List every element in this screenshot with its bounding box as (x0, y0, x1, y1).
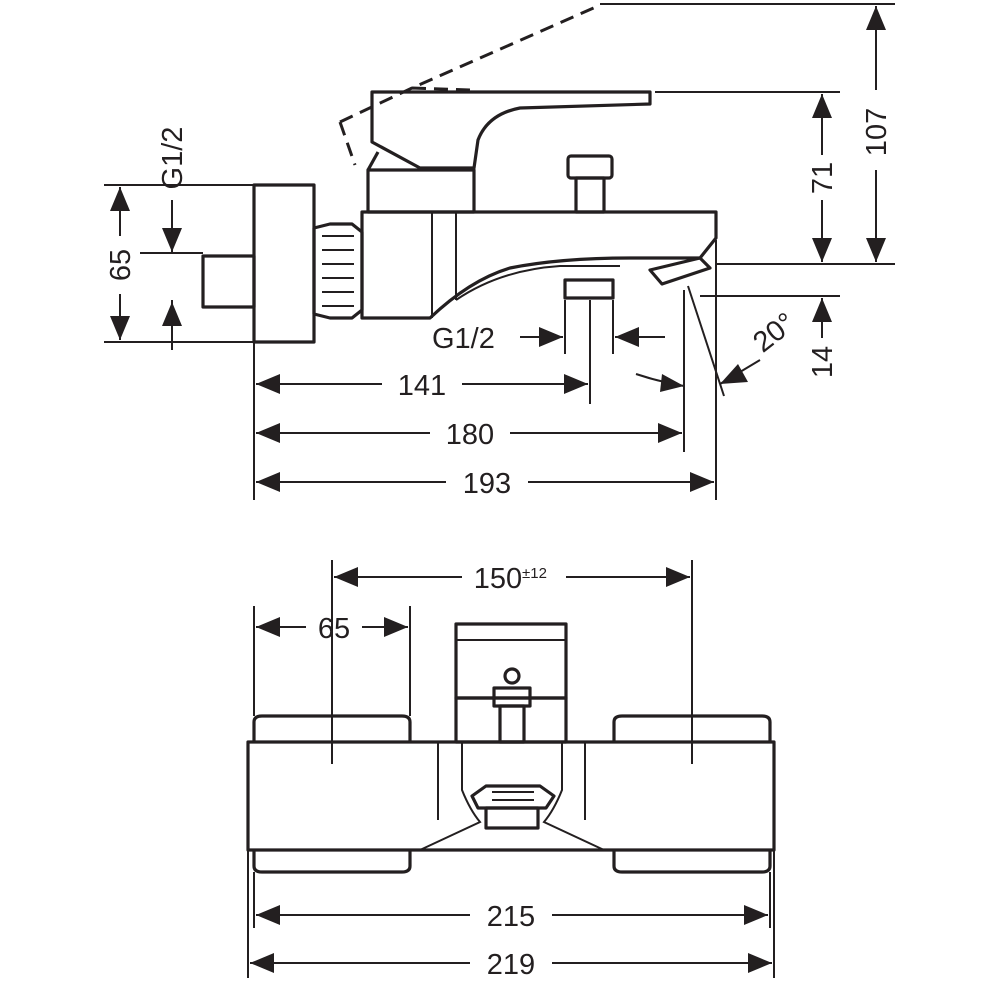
front-body (246, 740, 776, 852)
dim-71-label: 71 (807, 162, 839, 194)
dim-14-label: 14 (807, 346, 839, 378)
diverter-front-stem (498, 704, 526, 744)
dim-angle-label: 20° (747, 307, 801, 359)
wall-flange (252, 183, 316, 344)
nut-threads (322, 235, 354, 307)
spout-aerator (648, 256, 712, 286)
front-curve-left (419, 742, 482, 851)
front-curve-right (542, 742, 605, 851)
diverter-front-knob (503, 667, 521, 685)
shower-outlet (563, 278, 615, 300)
union-nut (312, 222, 364, 320)
aerator-front-mesh (492, 791, 534, 801)
side-extension-lines (104, 3, 895, 500)
eccentric-pipe (201, 254, 256, 309)
thread-left-label: G1/2 (157, 127, 189, 190)
mixer-body (360, 210, 718, 320)
aerator-front (470, 784, 556, 810)
dim-219: 219 (250, 949, 772, 981)
front-extension-lines (247, 560, 775, 978)
dim-14: 14 (807, 298, 839, 378)
lever-base (366, 168, 476, 214)
cap-bottom-left (252, 850, 412, 874)
dim-141-label: 141 (398, 370, 446, 402)
dim-71: 71 (807, 94, 839, 262)
side-view: 107 71 14 65 G1/2 (104, 3, 895, 500)
dim-107: 107 (861, 6, 893, 262)
dim-219-label: 219 (487, 949, 535, 981)
dim-180-label: 180 (446, 419, 494, 451)
dim-65-front-label: 65 (318, 613, 350, 645)
dim-65-front: 65 (256, 613, 408, 645)
dim-150: 150 ±12 (334, 563, 690, 595)
cap-bottom-right (612, 850, 772, 874)
dim-141: 141 (256, 370, 588, 402)
lever-open-position (338, 4, 599, 166)
front-view: 150 ±12 65 215 219 (246, 560, 776, 981)
thread-bottom: G1/2 (432, 323, 665, 355)
dim-215: 215 (256, 901, 768, 933)
thread-left: G1/2 (157, 127, 189, 326)
spout-underside (455, 265, 620, 301)
lever-handle (370, 90, 652, 170)
dim-65-side-label: 65 (105, 249, 137, 281)
dim-215-label: 215 (487, 901, 535, 933)
dim-193-label: 193 (463, 468, 511, 500)
dim-65-side: 65 (105, 187, 137, 340)
thread-bottom-label: G1/2 (432, 323, 495, 355)
diverter-stem (574, 176, 606, 214)
dim-107-label: 107 (861, 108, 893, 156)
dim-150-tolerance: ±12 (522, 565, 547, 582)
lever-neck (366, 151, 380, 171)
aerator-front-outlet (484, 806, 540, 830)
dim-150-label: 150 (474, 563, 522, 595)
dim-180: 180 (256, 419, 682, 451)
diverter-cap (566, 154, 614, 180)
dim-193: 193 (256, 468, 714, 500)
